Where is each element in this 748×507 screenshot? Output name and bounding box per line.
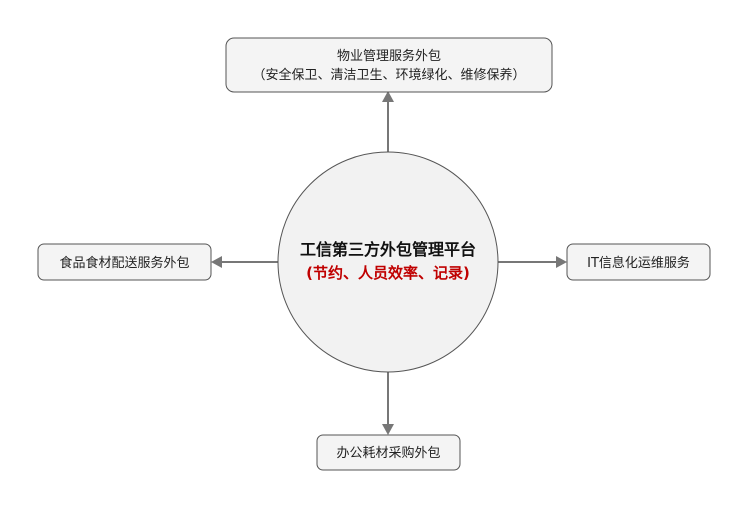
center-subtitle: (节约、人员效率、记录): [306, 264, 470, 282]
connector-right: [498, 256, 567, 268]
connector-bottom: [382, 372, 394, 435]
node-top-line1: 物业管理服务外包: [337, 48, 441, 64]
center-node: 工信第三方外包管理平台 (节约、人员效率、记录): [277, 151, 499, 373]
connector-left: [211, 256, 278, 268]
node-box-right: [566, 243, 711, 281]
connector-top: [382, 91, 394, 152]
node-top-line2: （安全保卫、清洁卫生、环境绿化、维修保养）: [252, 67, 525, 83]
node-office-supplies: 办公耗材采购外包: [316, 434, 461, 471]
center-circle: [277, 151, 499, 373]
node-box-top: [225, 37, 553, 93]
node-it-operations: IT信息化运维服务: [566, 243, 711, 281]
node-bottom-label: 办公耗材采购外包: [336, 445, 440, 461]
node-left-label: 食品食材配送服务外包: [59, 255, 189, 271]
center-title: 工信第三方外包管理平台: [300, 240, 476, 259]
node-box-left: [37, 243, 212, 281]
node-property-management: 物业管理服务外包 （安全保卫、清洁卫生、环境绿化、维修保养）: [225, 37, 553, 93]
node-box-bottom: [316, 434, 461, 471]
node-food-delivery: 食品食材配送服务外包: [37, 243, 212, 281]
node-right-label: IT信息化运维服务: [587, 255, 690, 271]
